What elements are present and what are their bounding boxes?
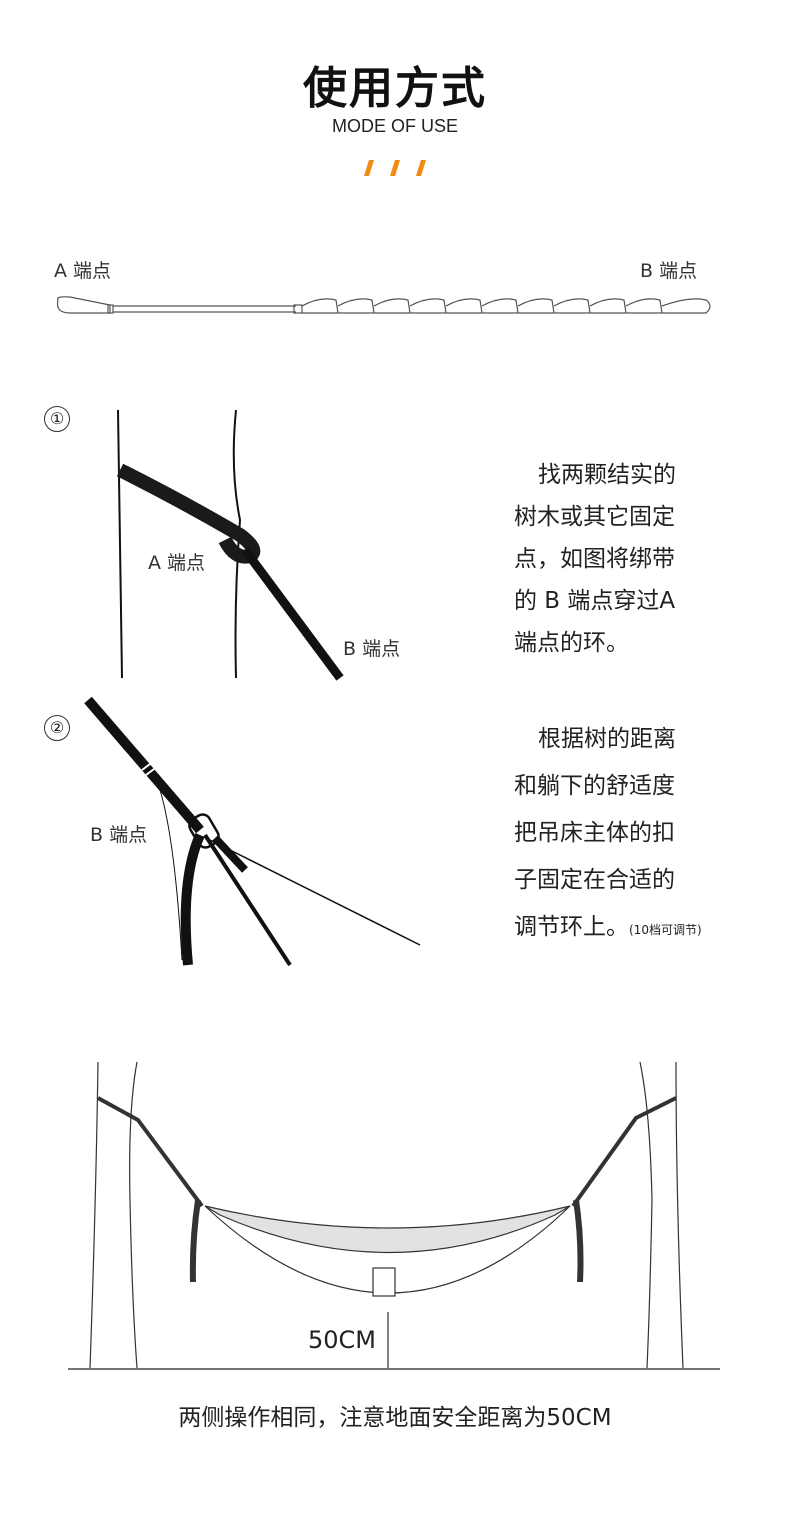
distance-label: 50CM <box>308 1326 377 1354</box>
strap-label-b: B 端点 <box>640 260 698 282</box>
step1-line: 的 B 端点穿过A <box>514 588 676 614</box>
step2-instructions: 根据树的距离 和躺下的舒适度 把吊床主体的扣 子固定在合适的 调节环上。(10档… <box>514 716 714 954</box>
step2-line: 调节环上。(10档可调节) <box>514 904 714 954</box>
step2-note: (10档可调节) <box>629 923 702 937</box>
page-title: 使用方式 <box>303 63 487 114</box>
step2-illustration <box>84 696 421 967</box>
strap-illustration <box>56 296 711 314</box>
step1-line: 找两颗结实的 <box>538 462 676 488</box>
hammock-illustration <box>68 1061 720 1370</box>
step1-illustration <box>116 409 344 681</box>
step1-label-b: B 端点 <box>343 638 401 660</box>
step1-line: 树木或其它固定 <box>514 504 675 530</box>
step1-number: ① <box>44 406 70 432</box>
step1-instructions: 找两颗结实的 树木或其它固定 点，如图将绑带 的 B 端点穿过A 端点的环。 <box>514 454 714 664</box>
step2-line: 子固定在合适的 <box>514 867 675 893</box>
accent-ticks-icon <box>364 160 426 176</box>
strap-label-a: A 端点 <box>54 260 112 282</box>
step2-line: 和躺下的舒适度 <box>514 773 675 799</box>
page-subtitle: MODE OF USE <box>331 116 458 136</box>
step1-line: 点，如图将绑带 <box>514 546 675 572</box>
step2-label-b: B 端点 <box>90 824 148 846</box>
step2-line-text: 调节环上。 <box>514 914 629 940</box>
step1-label-a: A 端点 <box>148 552 206 574</box>
footer-note: 两侧操作相同，注意地面安全距离为50CM <box>178 1405 612 1431</box>
step1-line: 端点的环。 <box>514 630 629 656</box>
step2-number: ② <box>44 715 70 741</box>
step2-line: 把吊床主体的扣 <box>514 820 675 846</box>
step2-line: 根据树的距离 <box>538 726 676 752</box>
